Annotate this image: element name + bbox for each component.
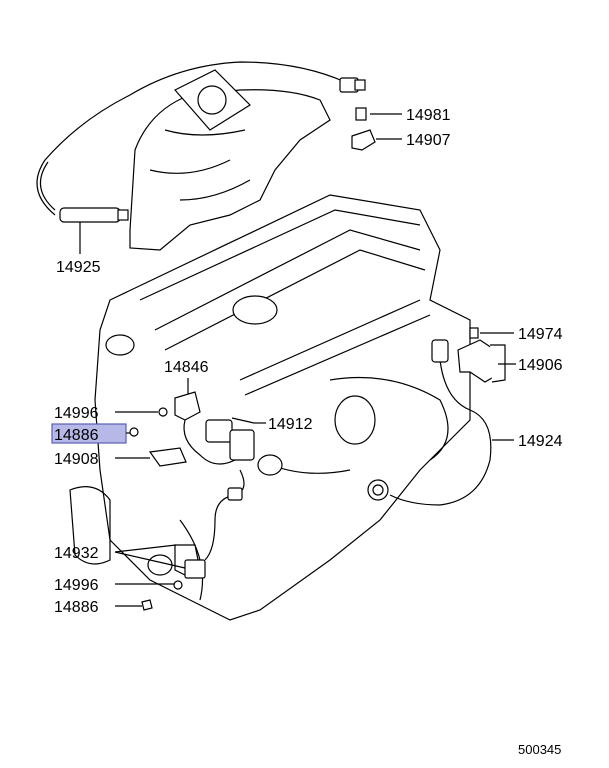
- callout-14932[interactable]: 14932: [54, 544, 186, 569]
- callout-14906[interactable]: 14906: [498, 357, 563, 374]
- callout-14925[interactable]: 14925: [56, 222, 101, 276]
- exhaust-manifold: [129, 69, 331, 251]
- bracket-14907: [351, 107, 376, 151]
- callout-label: 14981: [406, 107, 451, 124]
- bracket-14906: [457, 327, 506, 383]
- callout-label: 14846: [164, 359, 209, 376]
- callout-14912[interactable]: 14912: [231, 416, 313, 433]
- callout-label: 14886: [54, 427, 99, 444]
- callout-label: 14886: [54, 599, 99, 616]
- callout-label: 14924: [518, 433, 563, 450]
- callout-14908[interactable]: 14908: [54, 451, 150, 468]
- oxygen-sensor-harness: [36, 61, 366, 223]
- callout-14924[interactable]: 14924: [492, 433, 563, 450]
- engine-block: [69, 194, 471, 621]
- callout-label: 14906: [518, 357, 563, 374]
- sensor-assembly: [129, 391, 283, 561]
- callout-label: 14996: [54, 577, 99, 594]
- callout-label: 14912: [268, 416, 313, 433]
- callout-14974[interactable]: 14974: [480, 326, 563, 343]
- callout-label: 14996: [54, 405, 99, 422]
- callout-label: 14932: [54, 545, 99, 562]
- callout-14907[interactable]: 14907: [376, 132, 451, 149]
- knock-sensor-harness: [367, 339, 492, 506]
- callout-14846[interactable]: 14846: [164, 359, 209, 394]
- callout-label: 14907: [406, 132, 451, 149]
- callout-label: 14908: [54, 451, 99, 468]
- callout-14886-lower[interactable]: 14886: [54, 599, 142, 616]
- catalog-code: 500345: [518, 742, 561, 757]
- callout-label: 14974: [518, 326, 563, 343]
- callout-14996-lower[interactable]: 14996: [54, 577, 174, 594]
- callout-14886-highlighted[interactable]: 14886: [51, 423, 130, 444]
- callout-label: 14925: [56, 259, 101, 276]
- callout-14981[interactable]: 14981: [370, 107, 451, 124]
- callout-14996-upper[interactable]: 14996: [54, 405, 158, 422]
